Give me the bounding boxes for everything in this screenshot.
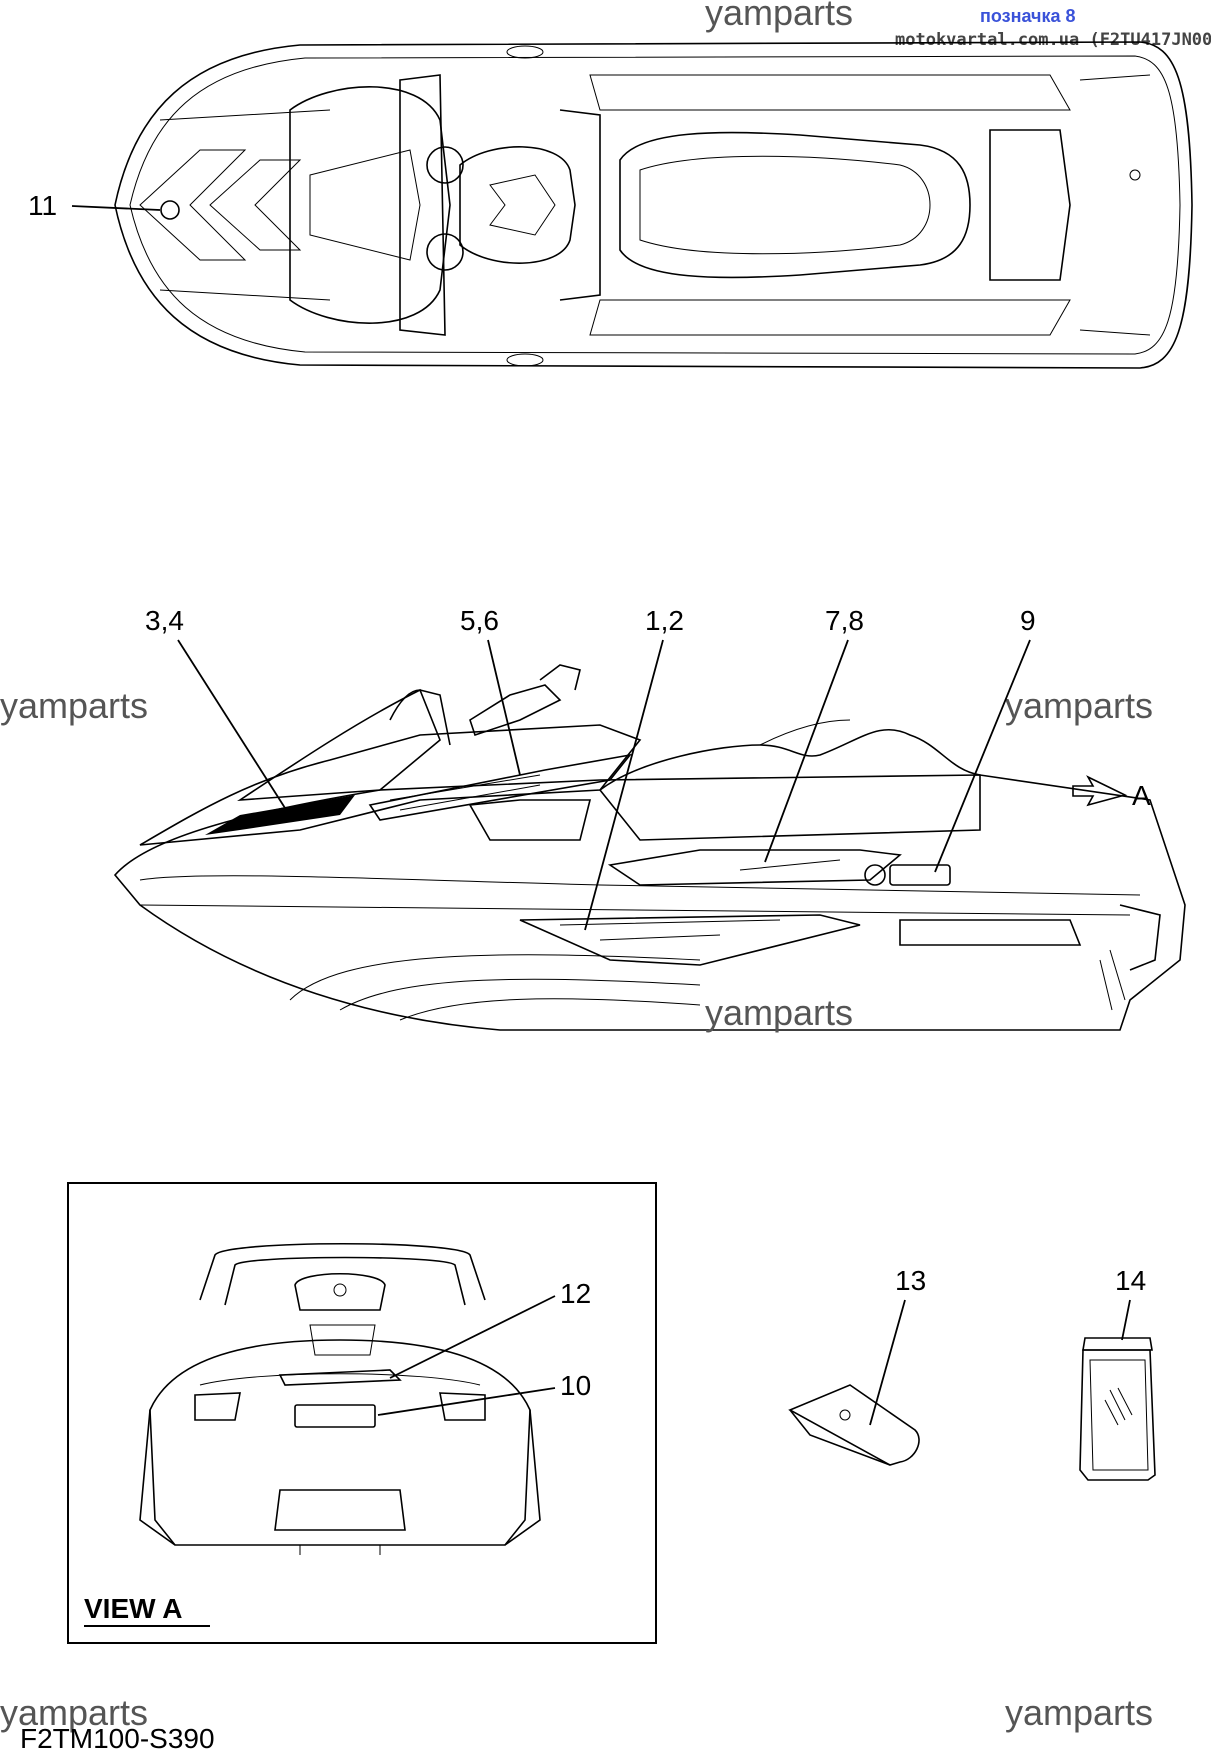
view-a-frame [67,1182,657,1644]
leader-7-8 [764,639,849,863]
watermark-top: yamparts [705,0,853,33]
part-13-pouch [788,1384,920,1466]
callout-a: A [1132,780,1151,811]
callout-13: 13 [895,1265,926,1296]
leader-12 [389,1295,556,1379]
watermark-right: yamparts [1005,685,1153,726]
callout-14: 14 [1115,1265,1146,1296]
watermark-left: yamparts [0,685,148,726]
part-14-document-bag [1079,1337,1156,1481]
leader-5-6 [487,639,521,776]
leader-13 [869,1299,906,1426]
leader-3-4 [177,639,286,809]
watermark-mid: yamparts [705,992,853,1033]
callout-1-2: 1,2 [645,605,684,636]
callout-5-6: 5,6 [460,605,499,636]
watermark-bottom-left: yamparts [0,1692,148,1733]
watermark-bottom-right: yamparts [1005,1692,1153,1733]
callout-11: 11 [28,190,57,221]
callout-10: 10 [560,1370,591,1401]
callout-3-4: 3,4 [145,605,184,636]
leader-11 [71,205,161,211]
leader-1-2 [584,639,664,931]
designation-label: позначка 8 [980,6,1076,26]
leader-10 [377,1387,556,1416]
view-a-label: VIEW A [84,1593,183,1624]
callout-9: 9 [1020,605,1036,636]
callout-12: 12 [560,1278,591,1309]
callout-7-8: 7,8 [825,605,864,636]
top-view-watercraft [114,41,1193,369]
drawing-code: F2TM100-S390 [20,1723,215,1754]
view-a-arrow-icon [1072,775,1128,807]
leader-9 [934,639,1031,873]
source-label: motokvartal.com.ua (F2TU417JN000) [895,30,1211,50]
rear-view-watercraft [139,1242,541,1555]
side-view-watercraft [113,664,1186,1031]
leader-14 [1121,1299,1131,1341]
part-11-emblem [160,200,180,220]
